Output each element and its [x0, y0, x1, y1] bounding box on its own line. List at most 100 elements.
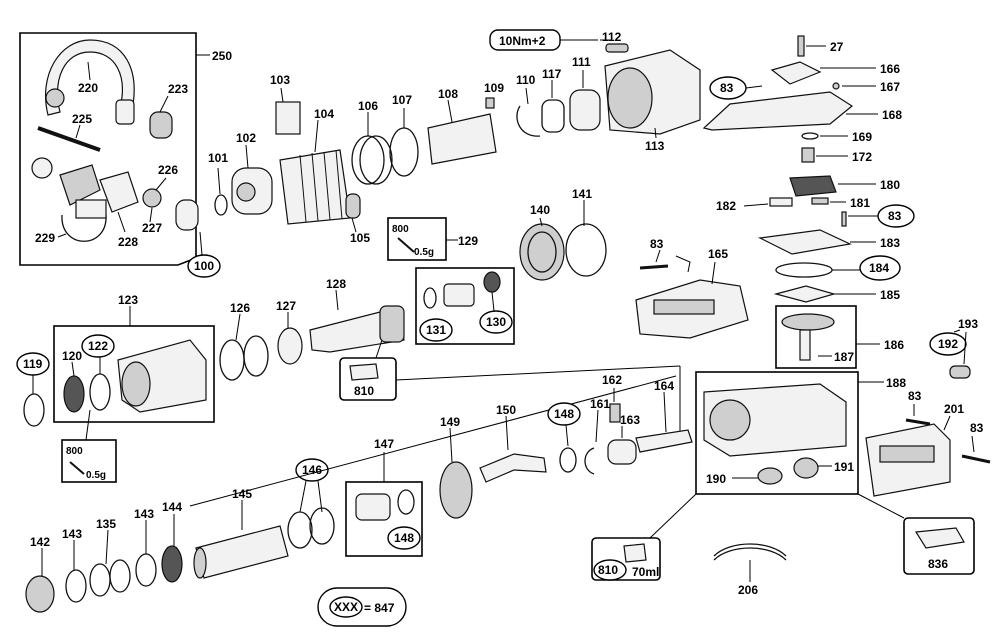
sleeve-111: [569, 89, 601, 131]
clamp-band: [61, 214, 107, 242]
label-101: 101: [208, 151, 228, 165]
grease-800-qty-2: 0.5g: [86, 470, 106, 481]
piston-163: [607, 439, 637, 465]
label-120: 120: [62, 349, 82, 363]
torque-value: 10Nm+2: [499, 34, 546, 48]
ring-126a: [219, 339, 245, 381]
label-164: 164: [654, 379, 674, 393]
label-226: 226: [158, 163, 178, 177]
label-206: 206: [738, 583, 758, 597]
label-142: 142: [30, 535, 50, 549]
label-165: 165: [708, 247, 728, 261]
label-144: 144: [162, 500, 182, 514]
pin-83c: [639, 264, 669, 270]
label-229: 229: [35, 231, 55, 245]
part-102-bore: [236, 182, 256, 202]
ring-141: [565, 223, 607, 277]
bearing-191: [793, 457, 819, 479]
label-225: 225: [72, 112, 92, 126]
grease-810b-box: [591, 537, 661, 581]
label-228: 228: [118, 235, 138, 249]
label-147: 147: [374, 437, 394, 451]
legend: XXX = 847: [317, 587, 407, 627]
label-140: 140: [530, 203, 550, 217]
ring-131: [423, 287, 437, 309]
group-129-box: [415, 267, 515, 345]
label-182: 182: [716, 199, 736, 213]
gear-186-group: 187 186: [775, 305, 904, 369]
grease-810b-group: 810 70ml 206: [591, 493, 787, 597]
side-handle-pivot-right: [115, 99, 135, 125]
label-201: 201: [944, 402, 964, 416]
label-150: 150: [496, 403, 516, 417]
ring-148a: [559, 447, 577, 473]
clip-161: [584, 447, 595, 475]
label-123: 123: [118, 293, 138, 307]
ring-143b: [135, 553, 157, 587]
gear-housing-bore: [607, 67, 653, 129]
gear-186: [781, 313, 835, 331]
grease-810a-box: [339, 357, 397, 401]
ring-146b: [309, 507, 335, 545]
label-810a: 810: [354, 384, 374, 398]
top-cover-group: 27 166 167 83 168 169 172 180 182 181 83: [702, 35, 915, 303]
label-102: 102: [236, 131, 256, 145]
label-83e: 83: [970, 421, 984, 435]
label-130: 130: [486, 315, 506, 329]
handle-rod: [37, 126, 101, 152]
handle-assembly-group: 250 220 223 225 226 227 229 228: [19, 32, 232, 266]
ring-135b: [109, 559, 131, 593]
label-169: 169: [852, 130, 872, 144]
label-113: 113: [645, 139, 665, 153]
oval-810b: [593, 559, 627, 581]
cover-201-group: 201 83 836: [857, 402, 991, 575]
label-127: 127: [276, 299, 296, 313]
group-129: 800 0.5g 129 131 130 140 141: [387, 187, 607, 345]
ring-144: [161, 545, 183, 583]
grease-800-box-2: [61, 439, 117, 483]
label-191: 191: [834, 460, 854, 474]
label-190: 190: [706, 472, 726, 486]
clamp-body: [99, 171, 139, 213]
label-166: 166: [880, 62, 900, 76]
label-83a: 83: [720, 81, 734, 95]
grease-800-box-1: [387, 217, 447, 261]
label-810b: 810: [598, 563, 618, 577]
tool-836-box: [903, 517, 975, 575]
spindle-108: [427, 113, 497, 165]
spring-142: [25, 575, 55, 613]
gasket-185: [773, 285, 837, 303]
group-123-box: [53, 325, 215, 423]
label-167: 167: [880, 80, 900, 94]
label-836: 836: [928, 557, 948, 571]
label-117: 117: [542, 67, 562, 81]
oval-192: [929, 332, 967, 356]
spindle-128-gear: [379, 305, 405, 343]
lever-150: [479, 453, 547, 483]
label-111: 111: [572, 55, 591, 69]
label-143b: 143: [134, 507, 154, 521]
cap-192-group: 192 193: [929, 317, 978, 379]
front-cap: [175, 199, 199, 231]
label-104: 104: [314, 107, 334, 121]
housing-113-group: 113 112 10Nm+2: [489, 29, 701, 153]
gear-149: [439, 461, 473, 519]
group-147: 147 148 146 145 144 143 135 143 142: [25, 366, 693, 613]
ring-122: [89, 373, 111, 411]
label-143a: 143: [62, 527, 82, 541]
label-106: 106: [358, 99, 378, 113]
label-128: 128: [326, 277, 346, 291]
label-149: 149: [440, 415, 460, 429]
gear-case-group: 188 190 191 83: [695, 371, 931, 495]
switch-plate-slot: [653, 299, 715, 315]
side-handle-pivot-left: [45, 88, 65, 108]
bearing-190: [757, 467, 783, 485]
label-193: 193: [958, 317, 978, 331]
cap-166: [770, 61, 822, 85]
label-122: 122: [88, 339, 108, 353]
ring-101: [214, 194, 228, 216]
screw-83e: [961, 454, 991, 464]
grease-tube-810a: [349, 363, 379, 381]
legend-oval: [329, 596, 363, 618]
